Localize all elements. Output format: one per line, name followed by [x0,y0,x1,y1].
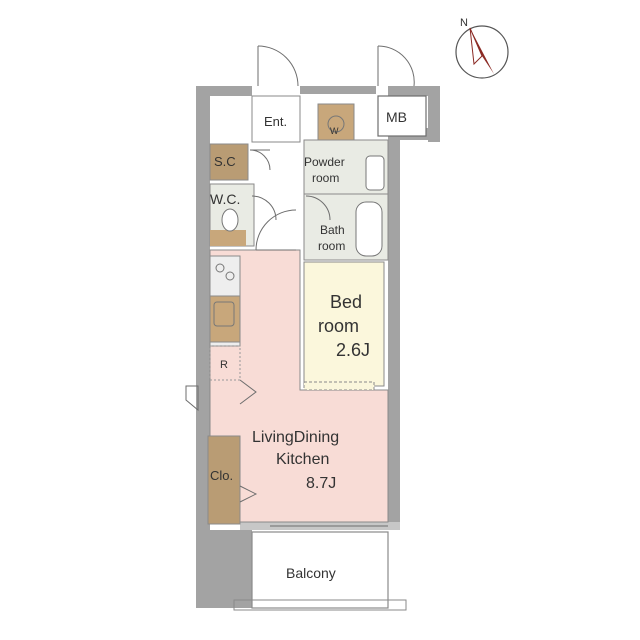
fixtures [209,115,385,391]
walls [196,86,440,608]
room-label-toilet: W.C. [210,191,240,207]
room-label-bedroom-line1: Bed [330,292,362,312]
room-label-powder-line1: Powder [304,155,345,169]
room-label-ldk-line2: Kitchen [276,451,329,468]
room-label-powder-line2: room [312,171,339,185]
compass-north-label: N [460,17,468,29]
room-label-balcony: Balcony [286,565,336,581]
room-label-shoe-closet: S.C [214,154,236,169]
room-label-bath-line1: Bath [320,223,345,237]
room-label-bedroom-size: 2.6J [336,340,370,360]
room-label-ldk-line1: LivingDining [252,429,339,446]
doors [185,45,415,527]
compass-icon: N [455,17,509,79]
room-label-refrigerator: R [220,359,228,371]
room-label-meter-box: MB [386,109,407,125]
room-label-bath-line2: room [318,239,345,253]
room-label-bedroom-line2: room [318,316,359,336]
room-label-washer: W [330,126,339,136]
room-label-closet: Clo. [210,468,233,483]
meter-box-outline [377,95,427,137]
room-label-ldk-size: 8.7J [306,475,336,492]
room-label-entrance: Ent. [264,114,287,129]
